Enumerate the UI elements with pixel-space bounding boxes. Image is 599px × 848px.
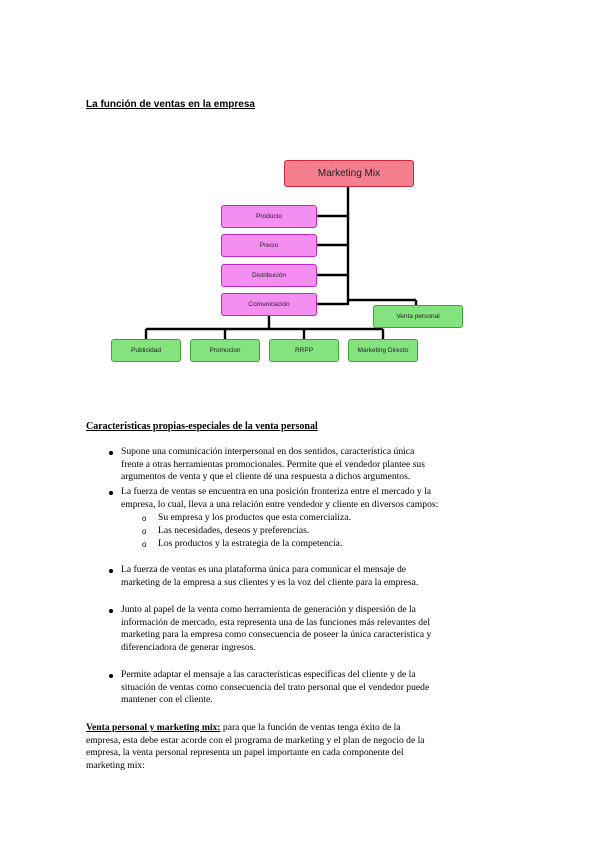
bullet-marker (109, 451, 113, 455)
final-line-1: Venta personal y marketing mix: para que… (86, 722, 526, 735)
bullet-marker (109, 569, 113, 573)
bullet-4-line-1: Junto al papel de la venta como herramie… (121, 604, 416, 615)
subitem-3: Los productos y la estrategia de la comp… (158, 538, 343, 549)
bullet-1: Supone una comunicación interpersonal en… (121, 446, 425, 484)
diagram-node-marketing-directo: Marketing Directo (348, 339, 418, 362)
bullet-1-line-2: frente a otras herramientas promocionale… (121, 458, 425, 470)
subitem-marker: o (142, 540, 147, 549)
bullet-3: La fuerza de ventas es una plataforma ún… (121, 564, 418, 589)
bullet-2: La fuerza de ventas se encuentra en una … (121, 486, 438, 511)
bullet-5: Permite adaptar el mensaje a las caracte… (121, 669, 429, 707)
bullet-4-line-2: información de mercado, esta representa … (121, 616, 431, 628)
diagram-node-comunicacion: Comunicación (221, 293, 317, 316)
final-line-2: empresa, esta debe estar acorde con el p… (86, 734, 425, 746)
diagram-node-promocion: Promocion (190, 339, 260, 362)
bullet-4-line-4: diferenciadora de generar ingresos. (121, 641, 256, 653)
bullet-3-line-1: La fuerza de ventas es una plataforma ún… (121, 564, 407, 575)
bullet-marker (109, 674, 113, 678)
bullet-2-line-1: La fuerza de ventas se encuentra en una … (121, 486, 432, 497)
subitem-marker: o (142, 527, 147, 536)
bullet-1-line-3: argumentos de venta y que el cliente dé … (121, 471, 411, 482)
diagram-node-venta-personal: Venta personal (373, 305, 463, 328)
bullet-5-line-3: mantener con el cliente. (121, 694, 213, 705)
diagram-node-marketing-mix: Marketing Mix (284, 160, 414, 187)
subitem-2: Las necesidades, deseos y preferencias. (158, 525, 310, 536)
diagram-node-publicidad: Publicidad (111, 339, 181, 362)
bullet-4: Junto al papel de la venta como herramie… (121, 604, 431, 654)
bullet-4-line-3: marketing para la empresa como consecuen… (121, 629, 432, 640)
bullet-marker (109, 491, 113, 495)
subitem-1: Su empresa y los productos que esta come… (158, 512, 351, 523)
section-heading: Características propias-especiales de la… (86, 421, 318, 432)
bullet-2-line-2: empresa, lo cual, lleva a una relación e… (121, 498, 439, 510)
bullet-5-line-2: situación de ventas como consecuencia de… (121, 681, 430, 693)
final-line-3: empresa, la venta personal representa un… (86, 747, 404, 758)
final-line-1-text: para que la función de ventas tenga éxit… (220, 722, 401, 733)
final-paragraph: Venta personal y marketing mix: para que… (86, 722, 526, 772)
diagram-node-rrpp: RRPP (269, 339, 339, 362)
diagram-node-precio: Precio (221, 234, 317, 257)
final-line-4: marketing mix: (86, 759, 145, 771)
bullet-3-line-2: marketing de la empresa a sus clientes y… (121, 576, 419, 588)
final-paragraph-label: Venta personal y marketing mix: (86, 722, 221, 733)
bullet-marker (109, 609, 113, 613)
bullet-1-line-1: Supone una comunicación interpersonal en… (121, 446, 415, 457)
bullet-5-line-1: Permite adaptar el mensaje a las caracte… (121, 669, 416, 680)
page-title: La función de ventas en la empresa (86, 99, 255, 110)
diagram-node-distribucion: Distribución (221, 264, 317, 287)
subitem-marker: o (142, 514, 147, 523)
diagram-node-producto: Producto (221, 205, 317, 228)
